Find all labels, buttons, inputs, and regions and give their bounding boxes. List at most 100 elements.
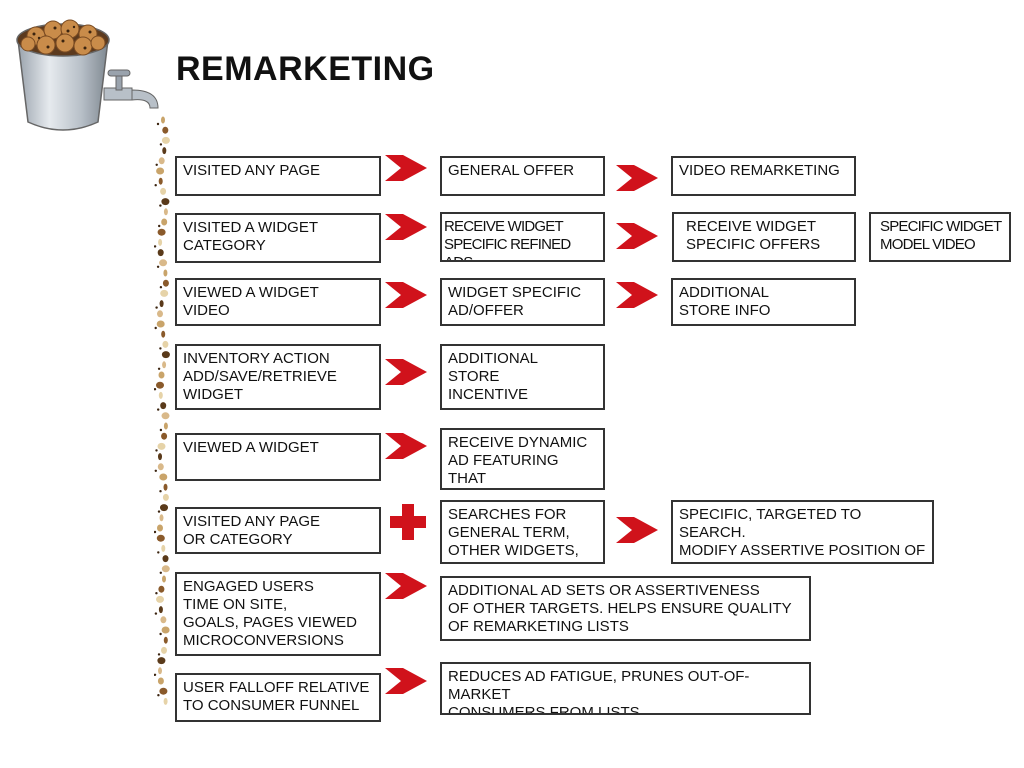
cookie-crumb bbox=[157, 367, 161, 370]
cookie-crumb bbox=[161, 116, 165, 124]
cookie-crumb bbox=[163, 483, 168, 491]
cookie-crumb bbox=[154, 673, 157, 676]
cookie-crumb bbox=[161, 198, 170, 206]
cookie-crumb bbox=[157, 442, 166, 450]
step-box-additional-store-info: ADDITIONAL STORE INFO bbox=[671, 278, 856, 326]
cookie-crumb bbox=[156, 122, 160, 126]
cookie-crumb bbox=[163, 636, 168, 644]
cookie-crumb bbox=[159, 473, 168, 481]
cookie-crumb bbox=[158, 177, 163, 185]
cookie-crumb bbox=[162, 493, 169, 501]
cookie-crumb bbox=[161, 412, 170, 420]
cookie-crumb bbox=[155, 306, 158, 309]
cookie-crumb bbox=[161, 646, 167, 654]
trigger-box-visited-widget-category: VISITED A WIDGET CATEGORY bbox=[175, 213, 381, 263]
trigger-box-viewed-widget-video: VIEWED A WIDGET VIDEO bbox=[175, 278, 381, 326]
cookie-crumb bbox=[160, 616, 167, 624]
cookie-crumb bbox=[156, 534, 165, 542]
trigger-box-user-falloff: USER FALLOFF RELATIVE TO CONSUMER FUNNEL bbox=[175, 673, 381, 722]
cookie-bucket-icon bbox=[16, 19, 159, 131]
cookie-crumb bbox=[158, 371, 165, 379]
cookie-crumb bbox=[155, 163, 158, 166]
cookie-crumb bbox=[157, 463, 164, 471]
step-box-targeted-to-search: SPECIFIC, TARGETED TO SEARCH. MODIFY ASS… bbox=[671, 500, 934, 564]
cookie-crumb bbox=[156, 320, 165, 328]
right-arrow-icon bbox=[385, 214, 427, 240]
cookie-crumb bbox=[161, 432, 168, 440]
cookie-crumb bbox=[156, 381, 164, 389]
right-arrow-icon bbox=[616, 282, 658, 308]
cookie-crumb bbox=[159, 259, 168, 267]
cookie-crumb bbox=[154, 245, 157, 248]
cookie-crumb bbox=[154, 326, 157, 330]
cookie-crumb bbox=[163, 422, 168, 430]
right-arrow-icon bbox=[385, 433, 427, 459]
cookie-crumb bbox=[154, 530, 157, 534]
cookie-crumb bbox=[162, 575, 166, 583]
cookie-crumb bbox=[159, 428, 163, 432]
right-arrow-icon bbox=[385, 668, 427, 694]
cookie-crumb bbox=[159, 514, 164, 522]
cookie-crumb bbox=[158, 585, 165, 593]
cookie-crumb bbox=[157, 310, 163, 318]
cookie-crumb bbox=[159, 286, 163, 289]
cookie-crumb bbox=[157, 551, 160, 554]
step-box-dynamic-ad: RECEIVE DYNAMIC AD FEATURING THAT WIDGET bbox=[440, 428, 605, 490]
cookie-crumb bbox=[159, 347, 162, 350]
cookie-crumb bbox=[158, 224, 161, 228]
step-box-searches-general-term: SEARCHES FOR GENERAL TERM, OTHER WIDGETS… bbox=[440, 500, 605, 564]
cookie-crumb bbox=[159, 143, 163, 146]
cookie-crumb bbox=[158, 238, 163, 246]
step-box-reduces-ad-fatigue: REDUCES AD FATIGUE, PRUNES OUT-OF-MARKET… bbox=[440, 662, 811, 715]
right-arrow-icon bbox=[385, 282, 427, 308]
cookie-crumb bbox=[159, 632, 162, 636]
right-arrow-icon bbox=[385, 359, 427, 385]
cookie-crumb bbox=[163, 697, 168, 705]
cookie-crumb bbox=[162, 147, 167, 155]
cookie-crumb bbox=[162, 340, 169, 348]
trigger-box-visited-page-or-category: VISITED ANY PAGE OR CATEGORY bbox=[175, 507, 381, 554]
cookie-crumb bbox=[159, 571, 162, 574]
cookie-crumb bbox=[156, 265, 160, 268]
cookie-crumb bbox=[163, 208, 168, 216]
cookie-crumb bbox=[157, 677, 164, 685]
cookie-crumb bbox=[154, 469, 157, 472]
cookie-crumb bbox=[157, 249, 164, 257]
cookie-crumb bbox=[157, 524, 163, 532]
cookie-crumb bbox=[161, 626, 170, 634]
cookie-crumb bbox=[157, 228, 166, 236]
cookie-crumb bbox=[155, 449, 158, 452]
right-arrow-icon bbox=[385, 573, 427, 599]
trigger-box-inventory-action: INVENTORY ACTION ADD/SAVE/RETRIEVE WIDGE… bbox=[175, 344, 381, 410]
cookie-crumb bbox=[157, 694, 160, 697]
page-title: REMARKETING bbox=[176, 50, 435, 88]
plus-icon bbox=[390, 504, 426, 540]
cookie-crumb bbox=[161, 136, 170, 144]
cookie-crumb bbox=[162, 126, 169, 134]
cookie-crumb bbox=[159, 687, 168, 695]
right-arrow-icon bbox=[385, 155, 427, 181]
right-arrow-icon bbox=[616, 165, 658, 191]
cookie-crumb bbox=[157, 653, 161, 656]
step-box-specific-offers: RECEIVE WIDGET SPECIFIC OFFERS bbox=[672, 212, 856, 262]
cookie-crumb bbox=[159, 204, 162, 207]
step-box-general-offer: GENERAL OFFER bbox=[440, 156, 605, 196]
cookie-crumb bbox=[156, 167, 165, 175]
trigger-box-viewed-widget: VIEWED A WIDGET bbox=[175, 433, 381, 481]
cookie-crumb bbox=[161, 565, 170, 573]
cookie-crumb bbox=[155, 592, 158, 595]
cookie-crumb bbox=[154, 184, 157, 187]
cookie-crumb bbox=[160, 289, 169, 297]
step-box-additional-ad-sets: ADDITIONAL AD SETS OR ASSERTIVENESS OF O… bbox=[440, 576, 811, 641]
step-box-refined-ads: RECEIVE WIDGET SPECIFIC REFINED ADS bbox=[440, 212, 605, 262]
faucet-icon bbox=[103, 69, 159, 109]
cookie-crumb bbox=[161, 218, 168, 226]
cookie-crumb bbox=[162, 279, 169, 287]
cookie-crumb bbox=[154, 612, 158, 615]
cookie-crumb bbox=[157, 408, 160, 411]
cookie-crumb bbox=[158, 606, 163, 614]
cookie-crumb bbox=[156, 595, 164, 603]
step-box-model-video: SPECIFIC WIDGET MODEL VIDEO bbox=[869, 212, 1011, 262]
right-arrow-icon bbox=[616, 223, 658, 249]
cookie-crumb bbox=[158, 667, 162, 675]
